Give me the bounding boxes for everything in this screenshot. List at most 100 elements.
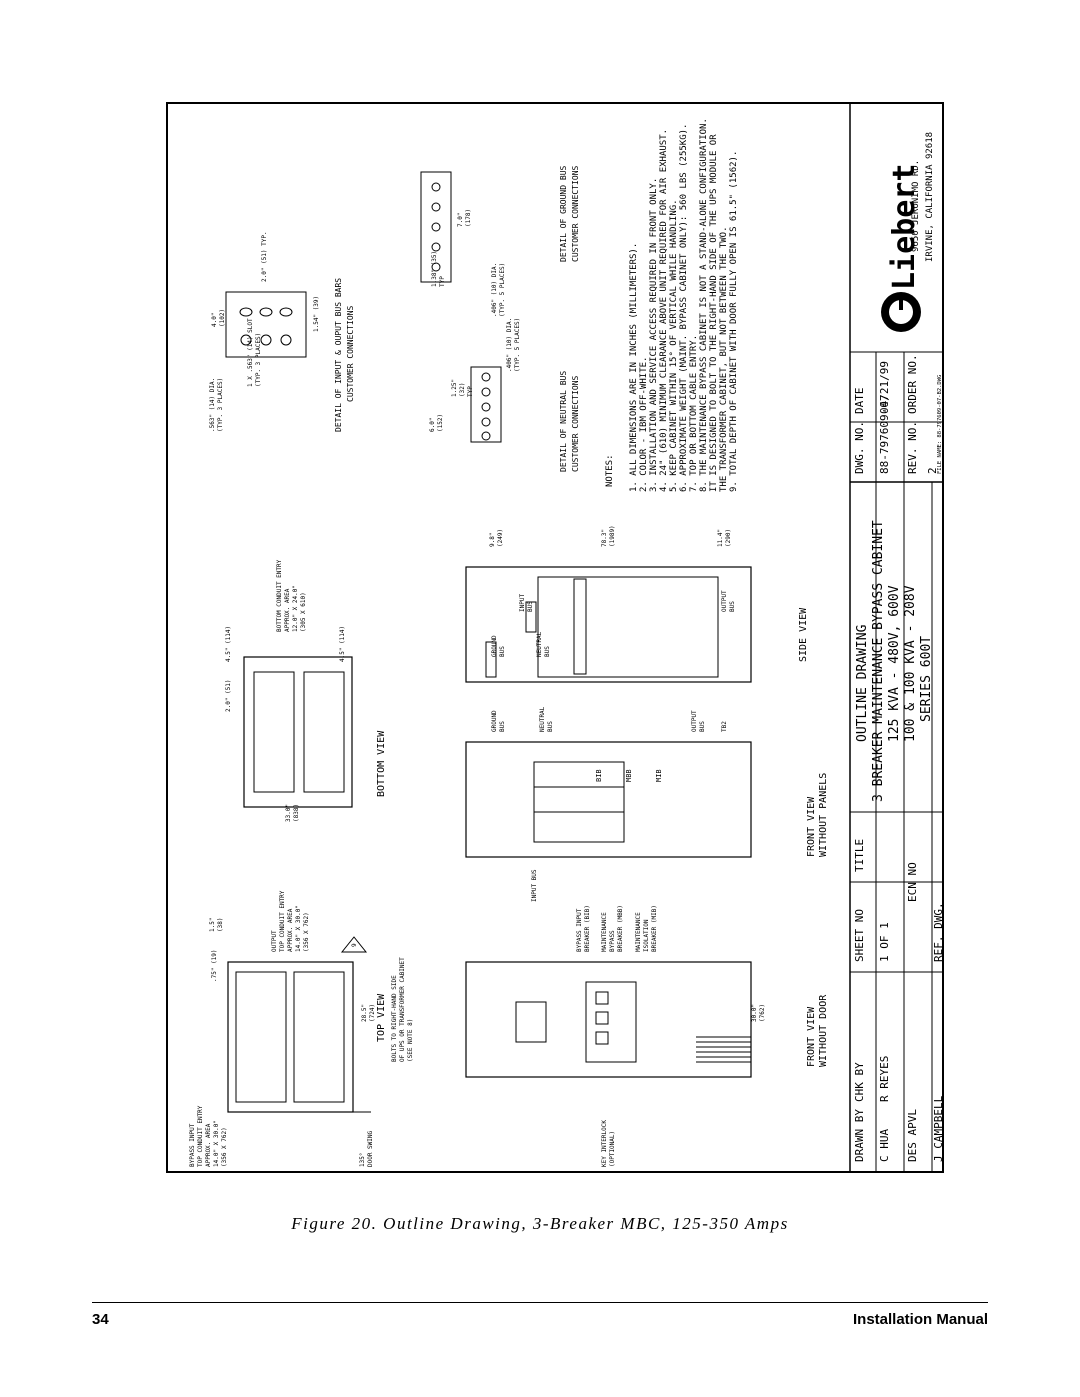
- detail-neutral-dim-4: (32): [459, 383, 466, 397]
- note-3: 3. INSTALLATION AND SERVICE ACCESS REQUI…: [649, 178, 659, 492]
- bottom-view-label-6: 4.5" (114): [225, 626, 232, 662]
- figure-caption: Figure 20. Outline Drawing, 3-Breaker MB…: [291, 1214, 789, 1233]
- sheet-no-label: SHEET NO: [853, 909, 866, 962]
- rev-no-value: 2: [926, 467, 939, 474]
- ref-dwg-label: REF. DWG.: [932, 902, 944, 962]
- date-label: DATE: [853, 388, 866, 415]
- detail-io-dim-6: (102): [219, 309, 226, 327]
- front-door-label-2: BREAKER (BIB): [584, 905, 591, 952]
- chk-by-label: CHK BY: [853, 1062, 866, 1102]
- side-view-label-8: BUS: [499, 646, 506, 657]
- top-view-label-2: TOP CONDUIT ENTRY: [279, 890, 286, 952]
- note-8-cont-1: IT IS DESIGNED TO BOLT TO THE RIGHT-HAND…: [709, 134, 719, 492]
- top-view-label-4: 14.0" X 30.0": [295, 905, 302, 952]
- date-value: 04/21/99: [878, 361, 891, 414]
- chk-by-value: R REYES: [878, 1056, 891, 1102]
- top-view-label-21: DOOR SWING: [367, 1130, 374, 1167]
- front-door-label-6: MAINTENANCE: [635, 912, 642, 952]
- side-view-label-4: (1989): [609, 525, 616, 547]
- top-view-label-20: 135°: [359, 1153, 366, 1167]
- front-panels-label-11: INPUT BUS: [531, 869, 538, 902]
- front-door-label-7: ISOLATION: [643, 919, 650, 952]
- side-view-label-13: OUTPUT: [721, 590, 728, 612]
- bottom-view-label-5: 2.0" (51): [225, 679, 232, 712]
- detail-io-dim-2: (TYP. 3 PLACES): [217, 378, 224, 432]
- bottom-view-label-9: (838): [293, 804, 300, 822]
- notes: NOTES: 1. ALL DIMENSIONS ARE IN INCHES (…: [605, 118, 739, 492]
- address-line-1: 9650 JERONIMO RD.: [911, 160, 921, 252]
- side-view-label-12: BUS: [544, 646, 551, 657]
- note-1: 1. ALL DIMENSIONS ARE IN INCHES (MILLIME…: [629, 243, 639, 492]
- detail-ground-dim-1: 1.38" (35): [431, 251, 438, 287]
- detail-io-dim-3: 1 X .563" (14) SLOT: [247, 318, 254, 387]
- side-view-label-9: INPUT: [519, 594, 526, 612]
- front-door-title-2: WITHOUT DOOR: [818, 994, 829, 1067]
- detail-io-dim-8: 1.54" (39): [313, 296, 320, 332]
- des-apvl-label: DES APVL: [906, 1109, 919, 1162]
- side-view-title: SIDE VIEW: [798, 607, 809, 662]
- top-view: TOP VIEW OUTPUT TOP CONDUIT ENTRY APPROX…: [189, 890, 414, 1167]
- bottom-view-title: BOTTOM VIEW: [376, 730, 387, 797]
- note-5: 5. KEEP CABINET WITHIN 15° OF VERTICAL W…: [669, 199, 679, 492]
- top-view-label-10: 28.5": [361, 1004, 368, 1022]
- file-name: FILE NAME: 88-797609-07-B2.DWG: [937, 375, 943, 474]
- detail-ground-dim-6: (TYP. 5 PLACES): [499, 263, 506, 317]
- bottom-view-label-4: (305 X 610): [300, 592, 307, 632]
- detail-ground-dim-5: .406" (10) DIA.: [491, 263, 498, 317]
- title-line-1: OUTLINE DRAWING: [855, 624, 870, 742]
- front-panels-label-2: BUS: [499, 721, 506, 732]
- detail-io-dim-4: (TYP. 3 PLACES): [255, 333, 262, 387]
- side-view-label-2: (249): [497, 529, 504, 547]
- front-door-label-11: KEY INTERLOCK: [601, 1120, 608, 1167]
- front-panels-label-6: BUS: [699, 721, 706, 732]
- top-view-label-6: 1.5": [209, 918, 216, 932]
- top-view-label-8: .75" (19): [211, 949, 218, 982]
- front-door-label-3: MAINTENANCE: [601, 912, 608, 952]
- bottom-view-label-1: BOTTOM CONDUIT ENTRY: [276, 559, 283, 632]
- title-line-3: 125 KVA - 480V, 600V: [887, 585, 902, 742]
- rev-no-label: REV. NO.: [906, 421, 919, 474]
- side-view-label-6: (290): [725, 529, 732, 547]
- top-view-label-5: (356 X 762): [303, 912, 310, 952]
- front-door-title-1: FRONT VIEW: [806, 1006, 817, 1067]
- title-label: TITLE: [853, 839, 866, 872]
- front-panels-label-4: BUS: [547, 721, 554, 732]
- detail-neutral-dim-1: 6.0": [429, 418, 436, 432]
- detail-io-title-2: CUSTOMER CONNECTIONS: [346, 305, 355, 402]
- front-door-label-4: BYPASS: [609, 930, 616, 952]
- detail-ground-title-1: DETAIL OF GROUND BUS: [559, 165, 568, 262]
- top-view-title: TOP VIEW: [376, 993, 387, 1042]
- front-panels-title-2: WITHOUT PANELS: [818, 773, 829, 857]
- detail-neutral-title-2: CUSTOMER CONNECTIONS: [571, 375, 580, 472]
- top-view-label-16: TOP CONDUIT ENTRY: [197, 1105, 204, 1167]
- title-line-2: 3 BREAKER MAINTENANCE BYPASS CABINET: [871, 520, 886, 802]
- detail-io-title-1: DETAIL OF INPUT & OUPUT BUS BARS: [334, 278, 343, 432]
- top-view-label-14: (SEE NOTE 8): [407, 1019, 414, 1062]
- front-panels-label-5: OUTPUT: [691, 710, 698, 732]
- detail-ground-dim-4: (178): [465, 209, 472, 227]
- detail-neutral-title-1: DETAIL OF NEUTRAL BUS: [559, 371, 568, 472]
- drawn-by-label: DRAWN BY: [853, 1109, 866, 1162]
- detail-ground-dim-2: TYP: [439, 276, 446, 287]
- note-8-cont-2: THE TRANSFORMER CABINET, BUT NOT BETWEEN…: [719, 226, 729, 492]
- liebert-logo: Liebert: [881, 164, 922, 332]
- front-panels-label-1: GROUND: [491, 710, 498, 732]
- dwg-no-label: DWG. NO.: [853, 421, 866, 474]
- note-7: 7. TOP OR BOTTOM CABLE ENTRY.: [689, 335, 699, 492]
- detail-ground-dim-3: 7.0": [457, 213, 464, 227]
- note-9: 9. TOTAL DEPTH OF CABINET WITH DOOR FULL…: [729, 151, 739, 492]
- detail-input-output-bus: DETAIL OF INPUT & OUPUT BUS BARS CUSTOME…: [209, 231, 355, 432]
- note-8: 8. THE MAINTENANCE BYPASS CABINET IS NOT…: [699, 118, 709, 492]
- detail-neutral-dim-6: .406" (10) DIA.: [506, 318, 513, 372]
- footer-rule: [92, 1302, 988, 1303]
- top-view-label-3: APPROX. AREA: [287, 908, 294, 952]
- top-view-label-17: APPROX. AREA: [205, 1123, 212, 1167]
- notes-heading: NOTES:: [605, 454, 615, 487]
- note-6: 6. APPROXIMATE WEIGHT (MAINT. BYPASS CAB…: [679, 124, 689, 492]
- front-panels-title-1: FRONT VIEW: [806, 796, 817, 857]
- top-view-label-15: BYPASS INPUT: [189, 1123, 196, 1167]
- bottom-view-label-3: 12.0" X 24.0": [292, 585, 299, 632]
- front-door-label-9: 30.0": [751, 1004, 758, 1022]
- title-line-4: 100 & 100 KVA - 208V: [903, 585, 918, 742]
- front-door-label-8: BREAKER (MIB): [651, 905, 658, 952]
